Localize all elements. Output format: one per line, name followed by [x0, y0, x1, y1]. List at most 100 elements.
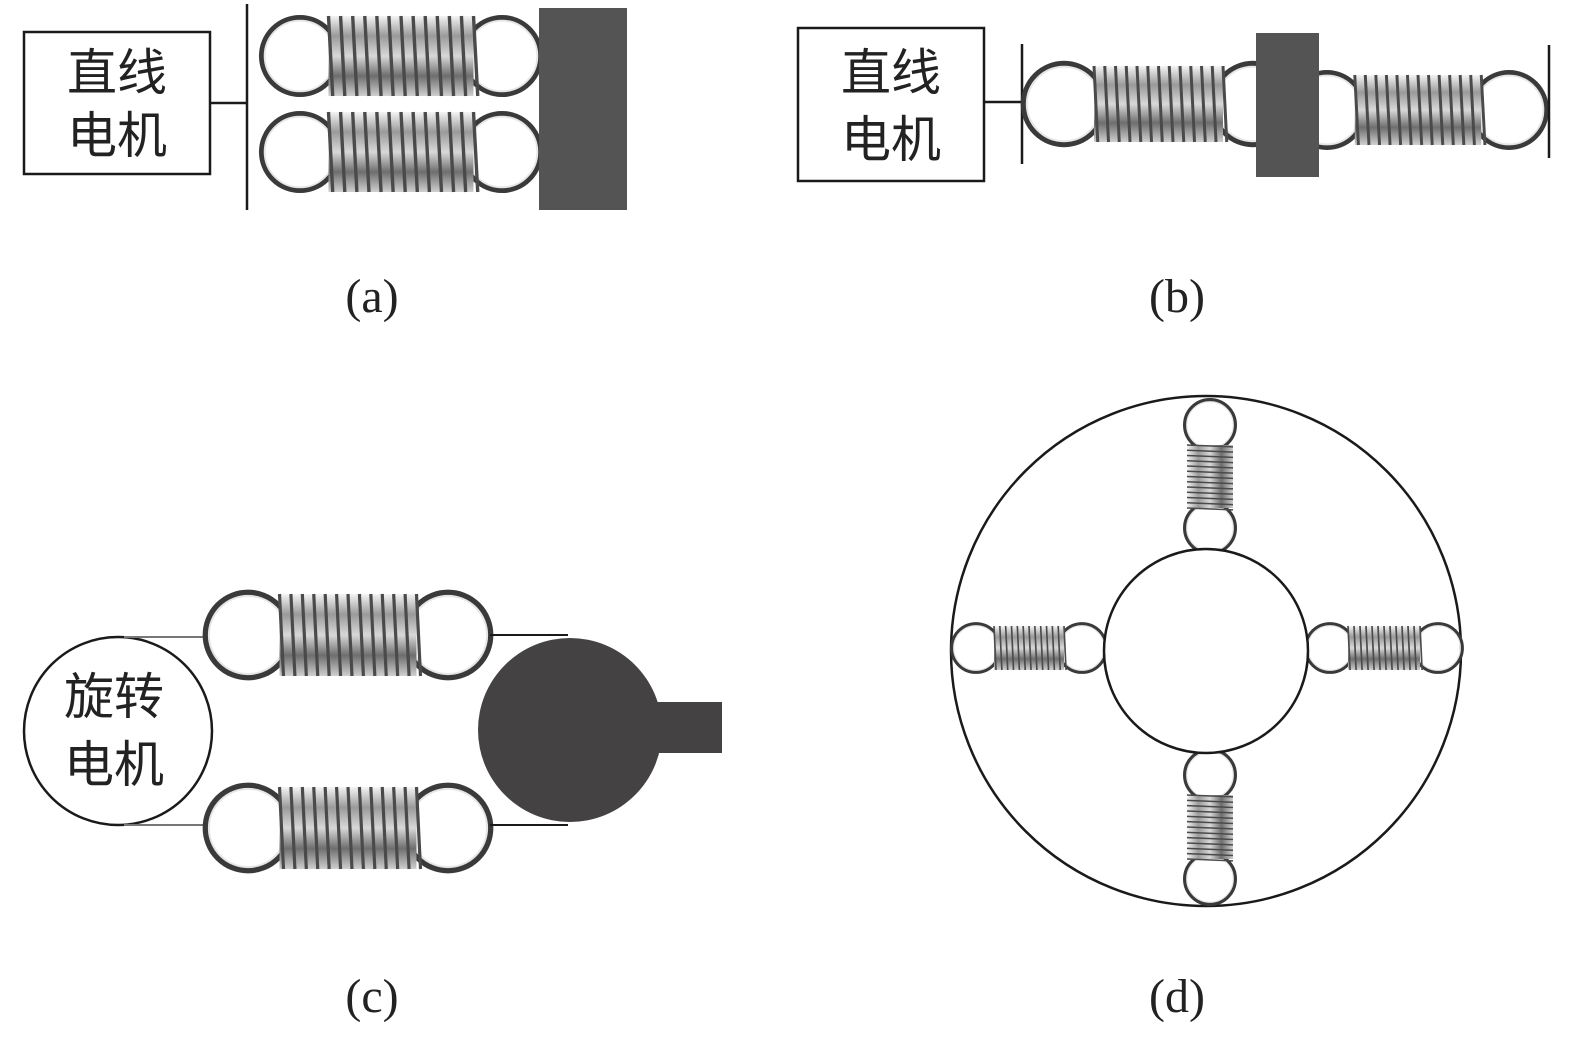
spring-coil-turn [392, 786, 400, 870]
spring-coil-turn [1479, 74, 1487, 146]
motor-label-line1: 直线 [841, 44, 941, 102]
spring-coil-turn [1377, 625, 1381, 671]
spring-coil-turn [387, 15, 395, 97]
spring-loop-highlight [1025, 65, 1103, 143]
linear-motor-box [22, 30, 212, 176]
spring-coil-turn [1365, 625, 1369, 671]
panel-caption: (d) [1149, 970, 1205, 1023]
spring-coil-turn [1374, 74, 1381, 146]
spring-left [950, 622, 1108, 674]
spring-coil-turn [380, 593, 388, 677]
panel-c: 旋转 电机 (c) [22, 589, 722, 1023]
spring-bottom [202, 782, 494, 874]
spring-coil-turn [1051, 625, 1056, 671]
spring-coil-turn [380, 786, 388, 870]
spring-coil-turn [277, 593, 286, 677]
spring-coil-turn [338, 15, 347, 97]
spring-coil-turn [1186, 804, 1234, 809]
spring-coil-turn [459, 111, 468, 193]
spring-coil-turn [1186, 444, 1234, 448]
spring-coil-turn [1189, 65, 1197, 143]
spring-coil-turn [1186, 507, 1234, 511]
motor-label-line1: 旋转 [64, 668, 164, 726]
spring-coil-turn [375, 15, 383, 97]
panel-caption: (c) [345, 970, 398, 1023]
spring-coil-turn [312, 593, 320, 677]
spring-coil-turn [1419, 625, 1423, 671]
motor-label-line2: 电机 [67, 107, 167, 165]
rotor-output-shaft [655, 702, 722, 753]
rotary-motor-circle [22, 635, 214, 827]
spring-coil-turn [447, 111, 456, 193]
spring-coil-turn [1022, 625, 1027, 671]
spring-coil-turn [326, 15, 335, 97]
spring-coil-turn [1448, 74, 1455, 146]
spring-coil-turn [1389, 625, 1393, 671]
spring-loop-highlight [207, 594, 289, 676]
spring-coil-turn [1405, 74, 1413, 146]
spring-bottom [258, 110, 544, 194]
spring-coil-turn [1401, 625, 1405, 671]
spring-coil-turn [1045, 625, 1050, 671]
spring-coil-turn [1186, 799, 1234, 803]
spring-coil-turn [392, 593, 400, 677]
spring-right [1287, 70, 1549, 150]
motor-label-line2: 电机 [841, 111, 941, 169]
spring-coil-turn [326, 111, 335, 193]
spring-coil-turn [1186, 836, 1234, 841]
spring-coil-turn [411, 111, 420, 193]
spring-coil-turn [1186, 842, 1234, 846]
spring-coil-turn [459, 15, 468, 97]
spring-left [1020, 60, 1297, 148]
linear-motor-box [796, 26, 986, 183]
spring-right [1304, 622, 1464, 674]
motor-label-line2: 电机 [64, 736, 164, 794]
spring-coil-turn [1395, 625, 1399, 671]
spring-end-loop [258, 14, 342, 98]
spring-coil-turn [1363, 74, 1371, 146]
spring-coil-turn [1156, 65, 1164, 143]
spring-coil-turn [1186, 454, 1234, 459]
spring-coil-turn [350, 111, 359, 193]
spring-coil-turn [289, 786, 297, 870]
spring-coil-turn [1010, 625, 1015, 671]
spring-coil-turn [1186, 831, 1234, 835]
spring-coil-turn [447, 15, 456, 97]
spring-coil-turn [1113, 65, 1121, 143]
spring-coil-turn [300, 786, 308, 870]
spring-top [202, 589, 494, 681]
spring-coil-turn [1186, 470, 1234, 474]
spring-coil-turn [1186, 449, 1234, 453]
spring-coil-turn [1347, 625, 1351, 671]
spring-coil-turn [1186, 820, 1234, 825]
spring-coil-turn [387, 111, 395, 193]
spring-coil-turn [1057, 625, 1062, 671]
mass-block [539, 8, 627, 210]
spring-coil-turn [1371, 625, 1375, 671]
spring-coil-turn [1413, 625, 1417, 671]
spring-coil-turn [1186, 810, 1234, 814]
spring-coil-turn [1186, 486, 1234, 490]
spring-coil-turn [471, 111, 480, 193]
spring-coil-turn [999, 625, 1003, 671]
spring-end-loop [202, 782, 294, 874]
spring-coil-turn [363, 15, 371, 97]
spring-coil-turn [1186, 491, 1234, 495]
spring-coil-turn [1353, 74, 1360, 146]
spring-coil-turn [1210, 65, 1218, 143]
spring-coil-turn [1469, 74, 1476, 146]
spring-coil-turn [1028, 625, 1032, 671]
spring-coil-turn [369, 786, 377, 870]
spring-coil-turn [1416, 74, 1424, 146]
spring-coil-turn [423, 111, 432, 193]
spring-coil-turn [346, 786, 354, 870]
spring-coil-turn [300, 593, 308, 677]
spring-coil-turn [1395, 74, 1403, 146]
spring-coil-turn [1004, 625, 1009, 671]
spring-coil-turn [375, 111, 383, 193]
spring-coil-turn [323, 786, 331, 870]
inner-hub [1102, 547, 1310, 755]
spring-coil-turn [369, 593, 377, 677]
spring-coil-turn [1186, 852, 1234, 857]
